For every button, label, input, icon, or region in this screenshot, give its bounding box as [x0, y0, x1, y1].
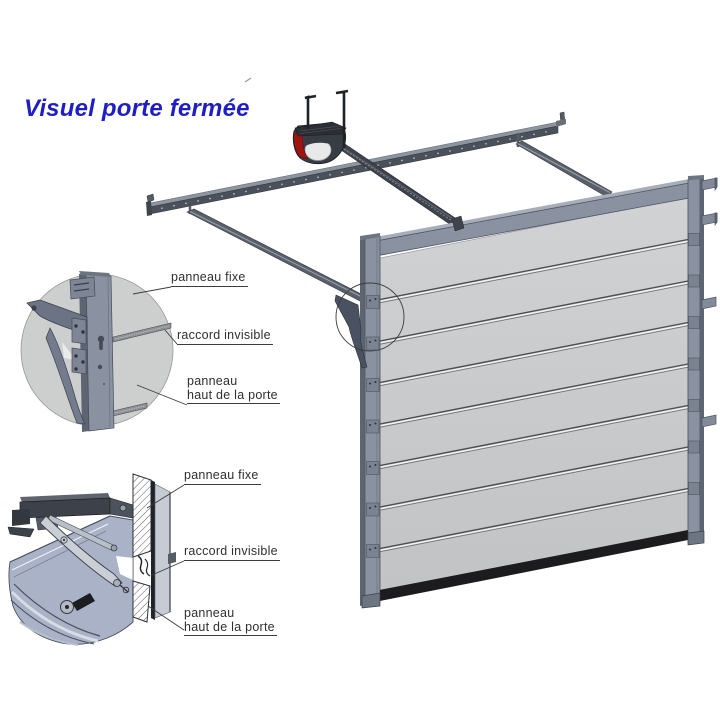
left-horizontal-track: [186, 206, 368, 303]
ceiling-cross-rail: [146, 111, 566, 216]
hanger-strap-left: [304, 94, 317, 129]
cross-rail-right-cap: [556, 119, 566, 127]
hinge-plate-left: [366, 544, 380, 558]
hinge-plate-right: [688, 440, 700, 454]
cross-rail-left-cap: [146, 201, 152, 216]
door-bottom-seal: [380, 530, 688, 601]
right-horizontal-track: [515, 133, 613, 198]
side-brackets: [701, 177, 718, 428]
stray-tick: [244, 77, 252, 83]
door-right-stile-cap: [688, 175, 704, 180]
section-hatched-wall-upper: [132, 473, 152, 558]
hinge-plate-right: [688, 357, 700, 371]
door-arm-bracket: [451, 215, 465, 232]
section-roller-shaft: [72, 593, 95, 611]
hinge-plate-left: [366, 378, 380, 392]
detail-callout-bottom: [7, 473, 176, 646]
zoom-region-circle: [335, 282, 405, 352]
section-joint-profile: [137, 555, 145, 575]
label-panneau-fixe-bottom: panneau fixe: [184, 468, 261, 485]
panel-grooves: [379, 238, 689, 553]
hinge-plate-right: [688, 233, 700, 246]
door-right-stile-edge: [700, 178, 704, 540]
door-top-rail-topface: [365, 177, 700, 243]
track-junction-bracket: [334, 294, 368, 369]
label-raccord-invisible-bottom: raccord invisible: [184, 544, 280, 561]
label-panneau-haut-top: panneau haut de la porte: [187, 374, 280, 404]
door-hinges: [366, 233, 700, 558]
section-door-skin: [151, 480, 155, 620]
hanger-strap-right: [335, 89, 349, 148]
door-left-foot: [361, 592, 381, 609]
hinge-plate-left: [366, 336, 380, 351]
hinge-plate-left: [366, 461, 380, 475]
label-panneau-fixe-top: panneau fixe: [171, 270, 248, 287]
door-right-foot: [687, 530, 705, 546]
section-door-panel: [8, 515, 134, 645]
door-left-stile-edge: [360, 239, 365, 606]
section-hatched-wall-lower: [132, 580, 151, 623]
hinge-plate-left: [366, 502, 380, 517]
leader-lines: [132, 286, 188, 631]
door-left-stile-cap: [360, 233, 380, 240]
hinge-plate-right: [688, 316, 700, 329]
hinge-plate-left: [366, 295, 380, 309]
page-title: Visuel porte fermée: [24, 95, 250, 122]
detail-top-bracket: [69, 276, 96, 300]
cross-rail-left-end-bracket: [146, 193, 155, 203]
ceiling-hanger-straps: [304, 89, 349, 148]
hinge-plate-left: [366, 419, 380, 434]
motor-rim: [302, 137, 336, 147]
label-panneau-haut-bottom: panneau haut de la porte: [184, 606, 277, 636]
motor-red-band: [293, 132, 309, 160]
detail-callout-top: [20, 271, 174, 432]
door-panel-assembly: [360, 175, 718, 609]
hinge-plate-right: [688, 482, 700, 495]
label-raccord-invisible-top: raccord invisible: [177, 328, 273, 345]
motor-head-unit: [292, 121, 347, 165]
hinge-plate-right: [688, 274, 700, 288]
hinge-plate-right: [688, 399, 700, 412]
